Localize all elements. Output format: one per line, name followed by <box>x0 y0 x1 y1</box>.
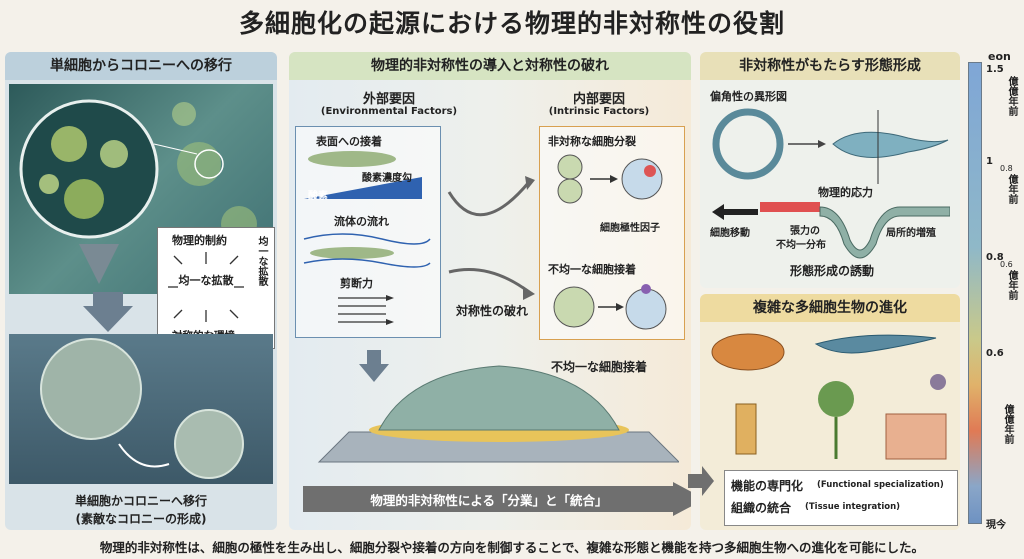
uneven-adhesion-label: 不均一な細胞接着 <box>548 263 636 276</box>
specialization-box: 機能の専門化 (Functional specialization) 組織の統合… <box>724 470 958 526</box>
timeline-label-4: 億億年前 <box>1002 404 1013 444</box>
timeline-unit: eon <box>988 50 1011 63</box>
symmetry-break-label: 対称性の破れ <box>455 304 528 318</box>
left-caption-1: 単細胞かコロニーへ移行 <box>74 494 207 508</box>
internal-title: 内部要因 <box>572 92 625 107</box>
tissue-jp: 組織の統合 <box>731 501 792 515</box>
microscope-image <box>9 84 273 294</box>
migration-label: 細胞移動 <box>710 228 750 239</box>
oxygen-label: 酸素 <box>308 191 328 202</box>
constraint-side: 均一な拡散 <box>256 236 267 286</box>
constraint-center: 均一な拡散 <box>178 274 234 287</box>
timeline-label-2: 億年前 <box>1006 174 1017 204</box>
constraint-title: 物理的制約 <box>172 234 227 247</box>
right-top-panel: 非対称性がもたらす形態形成 偏角性の異形図 物理的応力 細胞移動 張力の 不均一… <box>700 52 960 288</box>
left-caption-2: (素敵なコロニーの形成) <box>75 512 207 526</box>
timeline-now: 現今 <box>986 520 1006 531</box>
timeline-tick-3: 0.8 <box>986 252 1004 263</box>
integration-arrow-label: 物理的非対称性による「分業」と「統合」 <box>370 493 608 508</box>
oxygen-gradient-diagram <box>304 151 422 199</box>
down-arrow-icon <box>83 292 133 332</box>
diffusion-arrows-icon <box>168 252 244 322</box>
colony-platform-illustration <box>317 365 679 463</box>
timeline-label-1: 億億年前 <box>1006 76 1017 116</box>
induction-label: 形態形成の誘動 <box>790 264 875 278</box>
tension-label-2: 不均一分布 <box>776 240 826 251</box>
fluid-flow-diagram <box>303 233 431 268</box>
cell-division-diagram <box>557 154 663 204</box>
colony-illustration <box>40 338 244 479</box>
embryo-morphology-diagram <box>712 108 949 184</box>
organisms-illustration <box>711 333 947 460</box>
constraint-box: 物理的制約 均一な拡散 均一な拡散 対称的な環境 <box>157 227 275 349</box>
connector-arrow-icon <box>688 466 714 496</box>
migration-arrow-icon <box>712 204 758 220</box>
tissue-en: (Tissue integration) <box>805 502 901 512</box>
cell-cluster-illustration <box>19 99 257 284</box>
tissue-folding-diagram <box>760 202 950 259</box>
external-factors-box: 表面への接着 酸素濃度勾 酸素 流体の流れ 剪断力 <box>295 126 441 338</box>
timeline-tick-4: 0.6 <box>986 348 1004 359</box>
timeline-tick-2: 1 <box>986 156 993 167</box>
middle-panel: 物理的非対称性の導入と対称性の破れ 外部要因 (Environmental Fa… <box>289 52 691 530</box>
oxygen-gradient-label: 酸素濃度勾 <box>362 173 412 184</box>
external-subtitle: (Environmental Factors) <box>320 106 458 117</box>
fluid-label: 流体の流れ <box>334 215 389 228</box>
uneven-adhesion-label-2: 不均一な細胞接着 <box>551 360 648 374</box>
footer-caption: 物理的非対称性は、細胞の極性を生み出し、細胞分裂や接着の方向を制御することで、複… <box>99 540 925 555</box>
timeline-tick-2b: 0.8 <box>1000 164 1013 173</box>
func-en: (Functional specialization) <box>817 480 944 490</box>
timeline-bar <box>968 62 982 524</box>
timeline-label-3: 億年前 <box>1006 270 1017 300</box>
shear-label: 剪断力 <box>340 277 373 290</box>
local-growth-label: 局所的増殖 <box>886 228 936 239</box>
colony-image <box>9 334 273 484</box>
right-bottom-panel: 複雑な多細胞生物の進化 機能の専門化 (Functional specializ… <box>700 294 960 530</box>
polar-label: 偏角性の異形図 <box>710 90 787 103</box>
shear-arrows-icon <box>338 295 394 325</box>
timeline-tick-1: 1.5 <box>986 64 1004 75</box>
down-arrow-small-icon <box>359 350 389 382</box>
stress-label: 物理的応力 <box>818 186 873 199</box>
internal-factors-box: 非対称な細胞分裂 細胞極性因子 不均一な細胞接着 <box>539 126 685 340</box>
right-top-header: 非対称性がもたらす形態形成 <box>700 52 960 80</box>
timeline-tick-3b: 0.6 <box>1000 260 1013 269</box>
middle-panel-header: 物理的非対称性の導入と対称性の破れ <box>289 52 691 80</box>
external-title: 外部要因 <box>362 92 415 107</box>
page-title: 多細胞化の起源における物理的非対称性の役割 <box>238 9 785 38</box>
cell-adhesion-diagram <box>553 284 667 330</box>
func-jp: 機能の専門化 <box>731 479 804 493</box>
asym-division-label: 非対称な細胞分裂 <box>548 135 636 148</box>
surface-label: 表面への接着 <box>316 135 382 148</box>
left-panel: 単細胞からコロニーへの移行 物理的制約 均一な拡散 <box>5 52 277 530</box>
symmetry-break-arrows <box>447 176 535 300</box>
left-panel-header: 単細胞からコロニーへの移行 <box>5 52 277 80</box>
polarity-factor-label: 細胞極性因子 <box>600 223 660 234</box>
integration-arrow <box>303 482 691 516</box>
right-bottom-header: 複雑な多細胞生物の進化 <box>700 294 960 322</box>
internal-subtitle: (Intrinsic Factors) <box>548 106 650 117</box>
tension-label-1: 張力の <box>790 226 820 237</box>
